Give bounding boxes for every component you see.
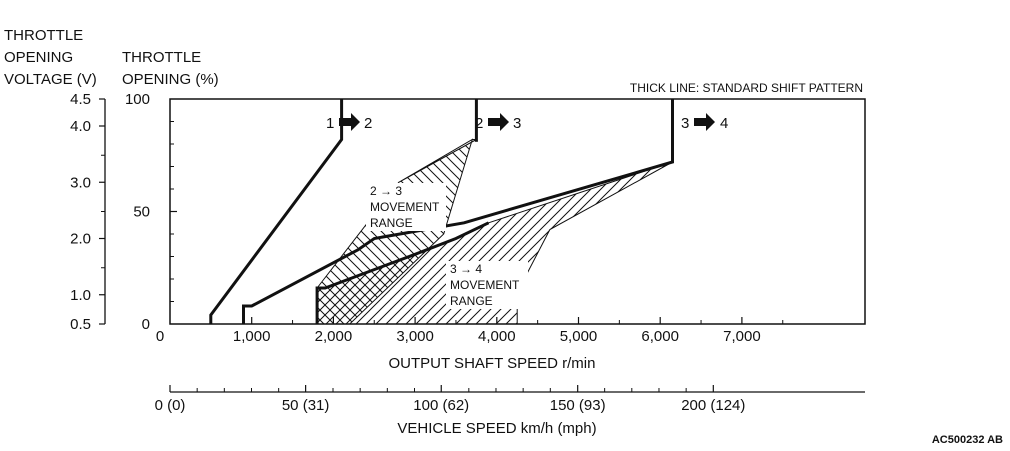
- throttle-axis-title-line-2: OPENING (%): [122, 71, 219, 88]
- movement-label-2-3: 2 → 3 MOVEMENT RANGE: [366, 183, 446, 231]
- shift-to-gear: 3: [513, 115, 521, 132]
- voltage-ticks: 0.5 1.0 2.0 3.0 4.0 4.5: [70, 91, 105, 333]
- x-tick-label: 4,000: [478, 328, 516, 345]
- shift-from-gear: 1: [326, 115, 334, 132]
- y-tick-label: 100: [125, 91, 150, 108]
- voltage-axis-title-line-2: OPENING: [4, 49, 73, 66]
- vehicle-speed-axis: 0 (0) 50 (31) 100 (62) 150 (93) 200 (124): [155, 385, 865, 414]
- voltage-tick-label: 3.0: [70, 174, 91, 191]
- shift-from-gear: 2: [475, 115, 483, 132]
- vehicle-speed-tick-label: 100 (62): [413, 397, 469, 414]
- x-tick-label: 6,000: [641, 328, 679, 345]
- vehicle-speed-axis-title: VEHICLE SPEED km/h (mph): [397, 420, 596, 437]
- vehicle-speed-tick-label: 0 (0): [155, 397, 186, 414]
- x-tick-label: 3,000: [396, 328, 434, 345]
- x-tick-label: 0: [156, 328, 164, 345]
- shift-marker-3-4: 3 4: [681, 113, 728, 132]
- vehicle-speed-tick-label: 150 (93): [550, 397, 606, 414]
- shift-to-gear: 4: [720, 115, 728, 132]
- shift-arrow-icon: [694, 113, 715, 131]
- y-axis-ticks: 0 50 100: [125, 91, 177, 333]
- movement-label-line-3: RANGE: [450, 294, 493, 308]
- movement-label-line-2: MOVEMENT: [450, 278, 520, 292]
- vehicle-speed-tick-label: 200 (124): [681, 397, 745, 414]
- y-tick-label: 50: [133, 204, 150, 221]
- shift-marker-2-3: 2 3: [475, 113, 521, 132]
- voltage-tick-label: 4.0: [70, 118, 91, 135]
- voltage-tick-label: 4.5: [70, 91, 91, 108]
- shift-arrow-icon: [488, 113, 509, 131]
- y-tick-label: 0: [142, 316, 150, 333]
- figure-id: AC500232 AB: [932, 434, 1003, 446]
- voltage-tick-label: 1.0: [70, 287, 91, 304]
- vehicle-speed-tick-label: 50 (31): [282, 397, 330, 414]
- throttle-axis-title-line-1: THROTTLE: [122, 49, 201, 66]
- x-axis-ticks: 0 1,000 2,000 3,000 4,000 5,000 6,000 7,000: [156, 317, 784, 345]
- shift-marker-1-2: 1 2: [326, 113, 372, 132]
- x-tick-label: 1,000: [233, 328, 271, 345]
- voltage-axis-title-line-1: THROTTLE: [4, 27, 83, 44]
- movement-label-3-4: 3 → 4 MOVEMENT RANGE: [446, 261, 528, 309]
- shift-line-3: [242, 99, 674, 324]
- movement-label-line-1: 3 → 4: [450, 262, 482, 276]
- voltage-tick-label: 2.0: [70, 231, 91, 248]
- shift-to-gear: 2: [364, 115, 372, 132]
- legend-note: THICK LINE: STANDARD SHIFT PATTERN: [630, 81, 863, 95]
- x-tick-label: 5,000: [560, 328, 598, 345]
- movement-label-line-1: 2 → 3: [370, 184, 402, 198]
- x-axis-title: OUTPUT SHAFT SPEED r/min: [389, 355, 596, 372]
- x-tick-label: 2,000: [315, 328, 353, 345]
- movement-label-line-2: MOVEMENT: [370, 200, 440, 214]
- voltage-axis-title-line-3: VOLTAGE (V): [4, 71, 97, 88]
- x-tick-label: 7,000: [723, 328, 761, 345]
- movement-label-line-3: RANGE: [370, 216, 413, 230]
- voltage-tick-label: 0.5: [70, 316, 91, 333]
- shift-line-4: [315, 221, 490, 324]
- shift-arrow-icon: [339, 113, 360, 131]
- shift-from-gear: 3: [681, 115, 689, 132]
